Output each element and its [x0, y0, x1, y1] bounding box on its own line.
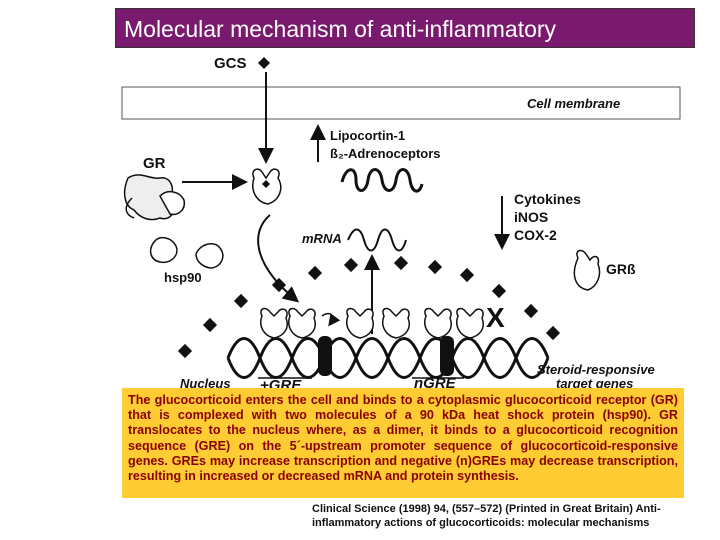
gr-hsp90-complex: [123, 174, 186, 221]
cell-membrane-label: Cell membrane: [527, 96, 620, 111]
citation-text: Clinical Science (1998) 94, (557–572) (P…: [312, 503, 661, 529]
gcs-diamond: [258, 57, 270, 69]
protein-squiggle: [340, 168, 424, 193]
inos-label: iNOS: [514, 209, 548, 225]
gr-dimer-right: [424, 307, 484, 339]
ngre-bound-block: [440, 336, 454, 376]
description-box: The glucocorticoid enters the cell and b…: [122, 388, 684, 498]
repression-x: X: [486, 302, 505, 333]
mrna-wave: [347, 228, 407, 252]
hsp90-label: hsp90: [164, 270, 202, 285]
gr-beta-receptor: [573, 249, 601, 291]
nuclear-envelope: [177, 255, 561, 359]
nucleus-label: Nucleus: [180, 376, 231, 391]
gre-bound-block: [318, 336, 332, 376]
gr-dimer-center: [346, 307, 410, 339]
dimer-binding-arrow: [321, 312, 341, 327]
cox2-label: COX-2: [514, 227, 557, 243]
dna-helix: [226, 337, 550, 379]
cytokines-label: Cytokines: [514, 191, 581, 207]
description-text: The glucocorticoid enters the cell and b…: [128, 393, 678, 484]
steroid-responsive-label: Steroid-responsive: [537, 362, 655, 377]
slide-title: Molecular mechanism of anti-inflammatory: [124, 16, 557, 42]
gr-dimer-left: [260, 307, 316, 339]
gr-beta-label: GRß: [606, 261, 636, 277]
ngre-label: nGRE: [414, 375, 457, 392]
lipocortin-label: Lipocortin-1: [330, 128, 405, 143]
cell-membrane-band: [121, 86, 681, 120]
target-genes-label: target genes: [556, 376, 633, 391]
mrna-label: mRNA: [302, 231, 342, 246]
translocation-arrow: [257, 214, 300, 303]
hsp90-molecules: [149, 236, 224, 269]
bound-gr-receptor: [252, 168, 282, 205]
title-bar: Molecular mechanism of anti-inflammatory: [115, 8, 695, 48]
b2-adrenoceptors-label: ß₂-Adrenoceptors: [330, 146, 441, 161]
gr-label: GR: [143, 155, 166, 172]
gcs-label: GCS: [214, 55, 247, 72]
